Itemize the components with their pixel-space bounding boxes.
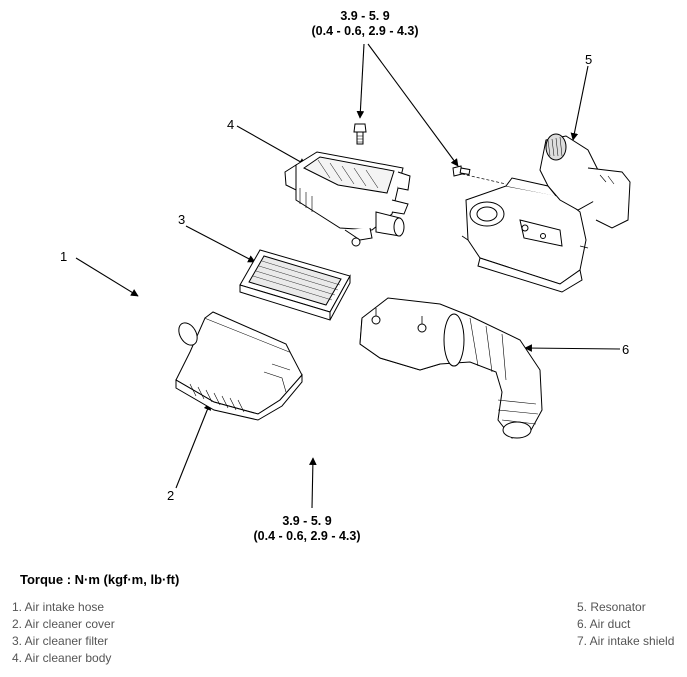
torque-value-conversions: (0.4 - 0.6, 2.9 - 4.3) bbox=[311, 24, 419, 38]
parts-legend-left: 1. Air intake hose 2. Air cleaner cover … bbox=[12, 599, 115, 667]
legend-item: 5. Resonator bbox=[577, 600, 646, 614]
torque-spec-bottom: 3.9 - 5. 9 (0.4 - 0.6, 2.9 - 4.3) bbox=[232, 514, 382, 544]
leader-torque-top-shield bbox=[367, 43, 459, 167]
leader-torque-top-bolt bbox=[356, 43, 365, 119]
air-cleaner-body-illustration bbox=[284, 151, 411, 247]
leader-torque-bottom bbox=[309, 457, 317, 509]
bolt-shield bbox=[452, 165, 471, 177]
leader-4 bbox=[236, 125, 307, 166]
leader-1 bbox=[75, 257, 139, 297]
callout-3: 3 bbox=[178, 212, 186, 227]
legend-item: 4. Air cleaner body bbox=[12, 651, 112, 665]
legend-item: 6. Air duct bbox=[577, 617, 631, 631]
legend-item: 2. Air cleaner cover bbox=[12, 617, 115, 631]
torque-spec-top: 3.9 - 5. 9 (0.4 - 0.6, 2.9 - 4.3) bbox=[290, 9, 440, 39]
air-cleaner-filter-illustration bbox=[239, 249, 351, 321]
resonator-illustration bbox=[539, 133, 631, 229]
bolt-top bbox=[353, 123, 367, 145]
callout-5: 5 bbox=[585, 52, 593, 67]
legend-item: 1. Air intake hose bbox=[12, 600, 105, 614]
exploded-parts-diagram bbox=[75, 43, 631, 509]
callout-1: 1 bbox=[60, 249, 68, 264]
callout-4: 4 bbox=[227, 117, 235, 132]
legend-item: 3. Air cleaner filter bbox=[12, 634, 109, 648]
bolt-alignment-line bbox=[461, 173, 507, 185]
intake-shield-illustration bbox=[461, 177, 589, 293]
air-cleaner-cover-illustration bbox=[175, 311, 303, 421]
torque-value-conversions: (0.4 - 0.6, 2.9 - 4.3) bbox=[253, 529, 361, 543]
leader-2 bbox=[175, 402, 212, 489]
air-duct-illustration bbox=[359, 297, 543, 439]
leader-5 bbox=[570, 65, 589, 141]
leader-3 bbox=[185, 225, 256, 263]
leader-6 bbox=[524, 344, 621, 352]
parts-legend-right: 5. Resonator 6. Air duct 7. Air intake s… bbox=[577, 599, 674, 650]
torque-value-nm: 3.9 - 5. 9 bbox=[282, 514, 332, 528]
torque-unit-heading: Torque : N·m (kgf·m, lb·ft) bbox=[20, 572, 180, 587]
callout-2: 2 bbox=[167, 488, 175, 503]
legend-item: 7. Air intake shield bbox=[577, 634, 675, 648]
leader-lines bbox=[75, 43, 621, 509]
torque-value-nm: 3.9 - 5. 9 bbox=[340, 9, 390, 23]
callout-6: 6 bbox=[622, 342, 630, 357]
